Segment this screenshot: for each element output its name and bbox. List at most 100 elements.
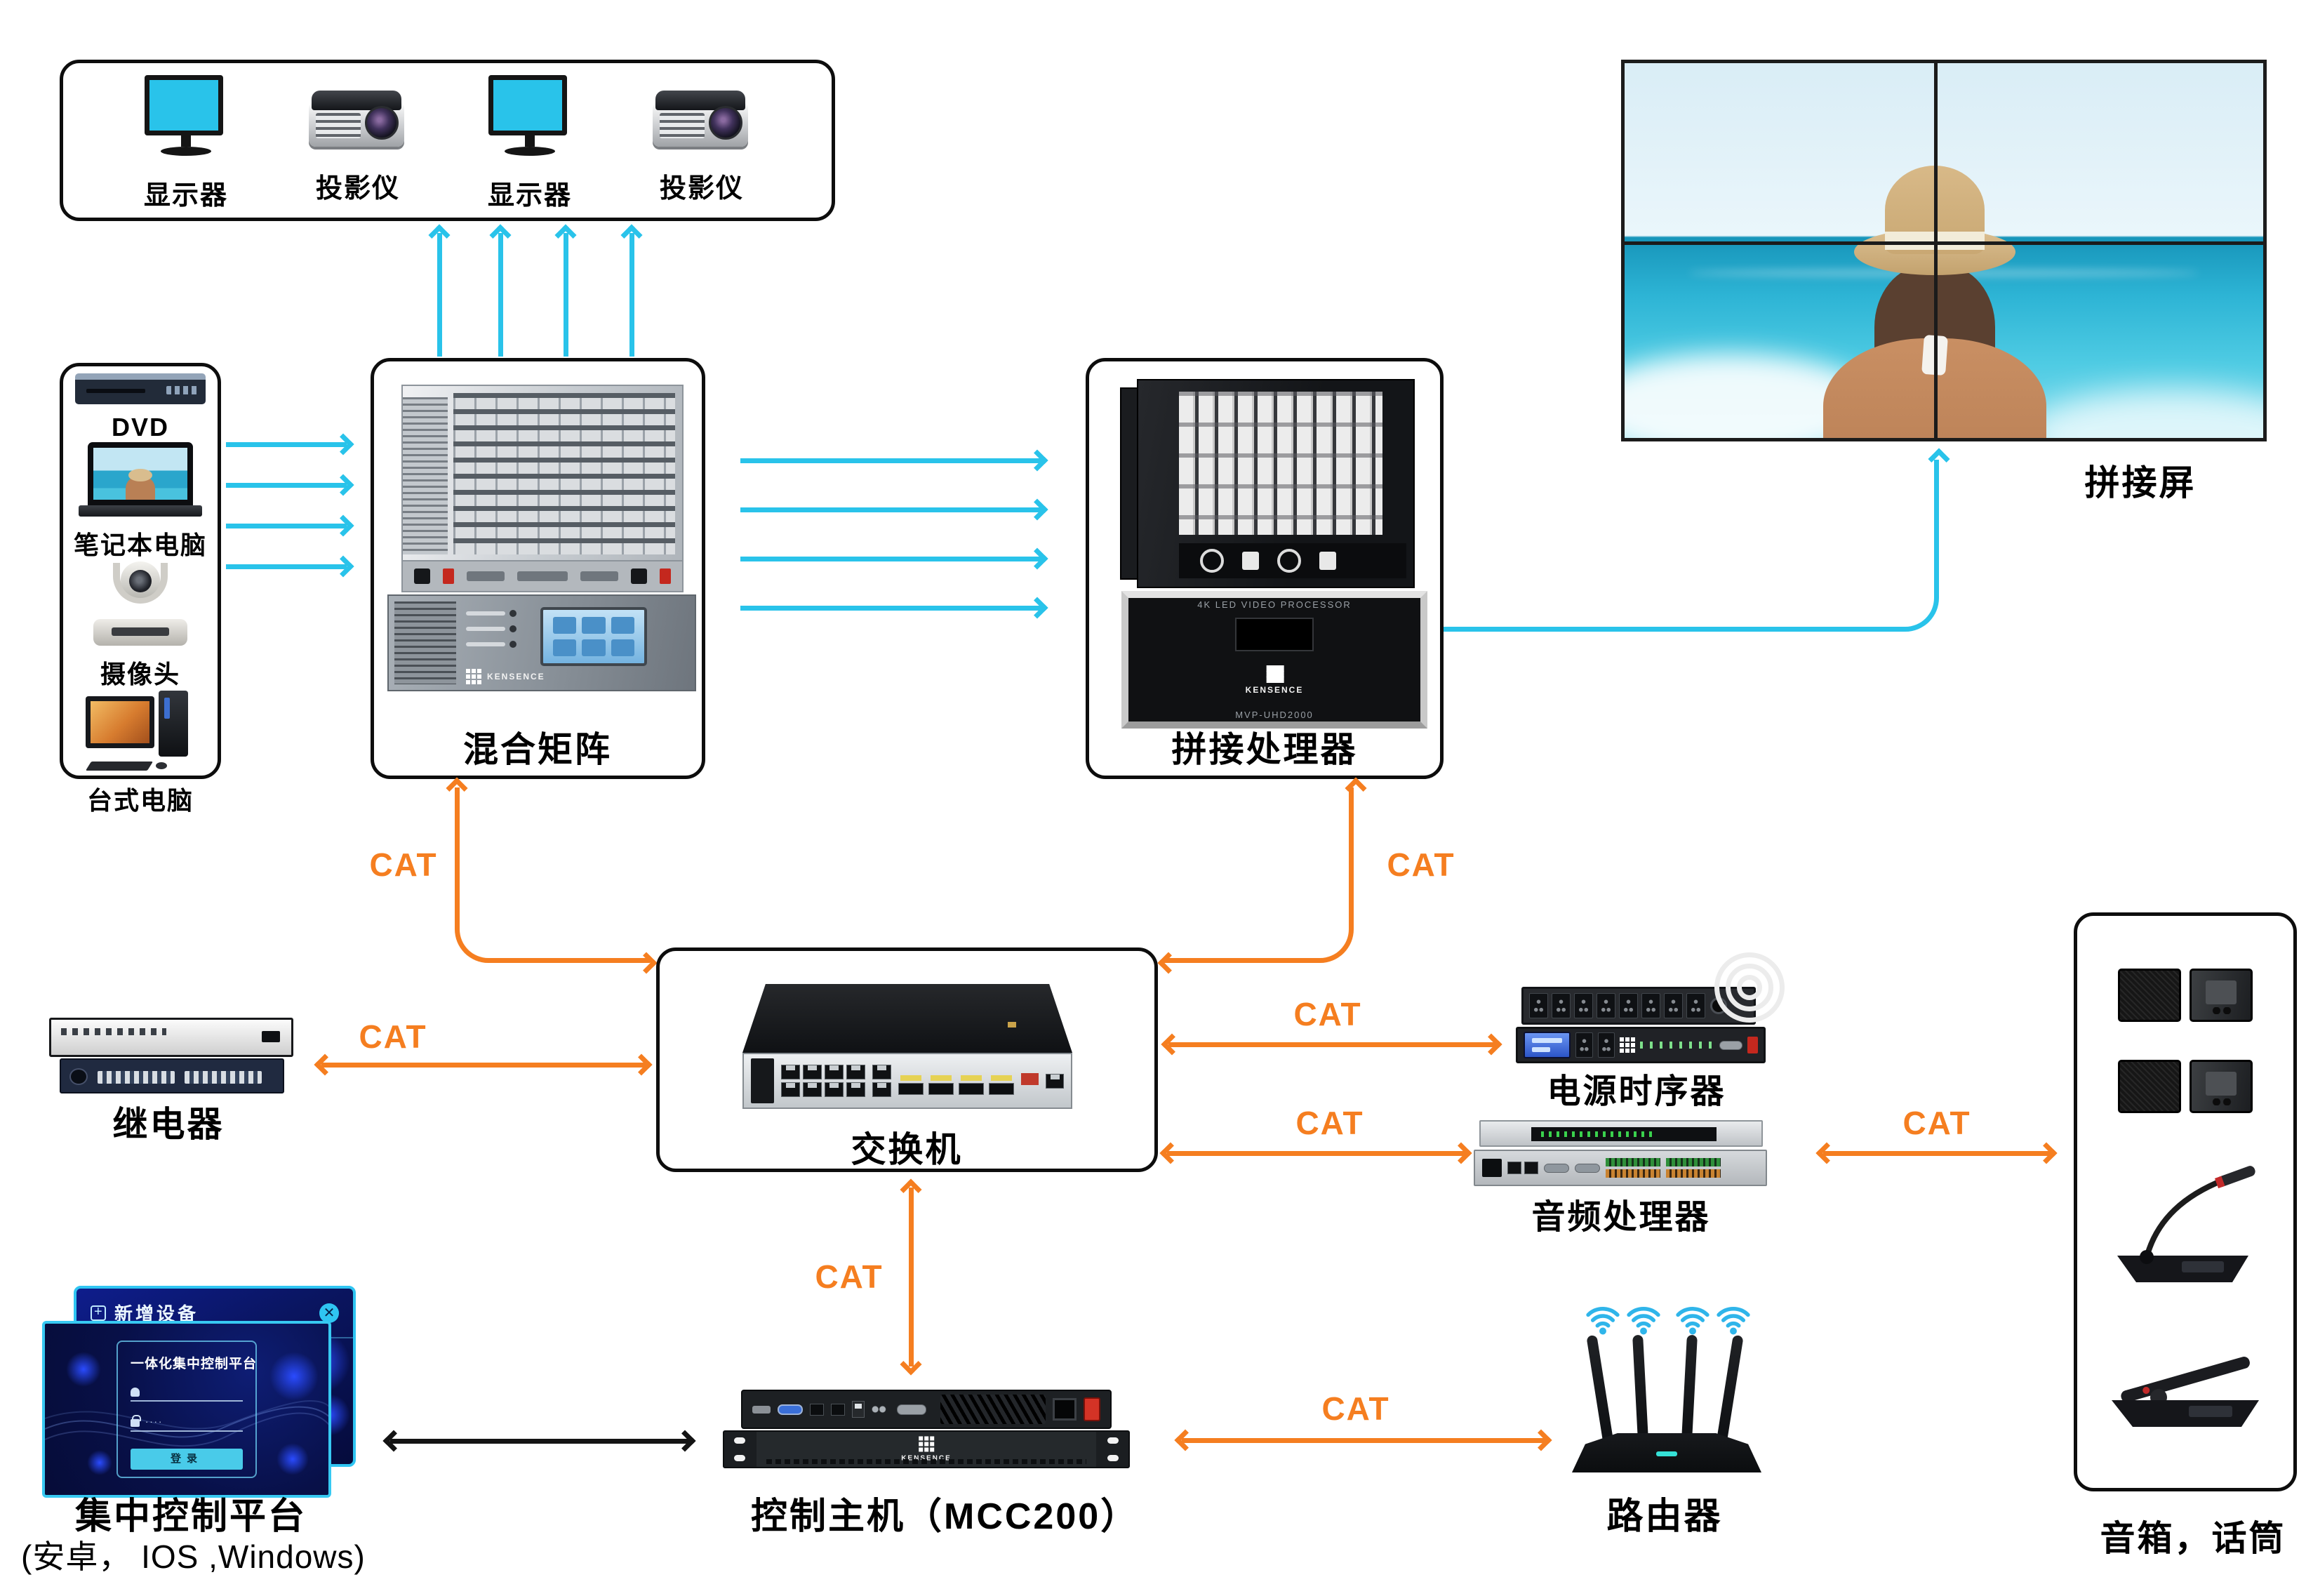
video-arrow-path (1444, 460, 1939, 632)
speaker-front-icon (2118, 968, 2181, 1022)
desktop-pc-icon (85, 691, 195, 772)
video-arrow-line (437, 233, 442, 357)
switch-device (742, 984, 1072, 1109)
processor-device: 4K LED VIDEO PROCESSOR KENSENCE MVP-UHD2… (1120, 379, 1430, 729)
brand-logo-icon (1267, 665, 1284, 683)
matrix-device: KENSENCE (387, 385, 699, 691)
control-arrow-line (390, 1439, 689, 1444)
video-arrow-line (226, 483, 347, 488)
arrowhead-right-icon (1026, 498, 1048, 521)
arrowhead-up-icon (900, 1178, 922, 1201)
arrowhead-right-icon (332, 433, 354, 455)
wave-decoration (45, 1400, 328, 1447)
brand-text: KENSENCE (487, 672, 545, 681)
username-field[interactable]: ​ (131, 1388, 243, 1402)
monitor-label: 显示器 (143, 180, 228, 211)
dvd-player-icon (75, 373, 206, 404)
cat-arrow-line (1168, 1042, 1495, 1047)
brand-text: KENSENCE (1245, 685, 1304, 695)
video-arrow-line (740, 458, 1042, 463)
control-host-label: 控制主机（MCC200） (751, 1496, 1140, 1537)
monitor-icon (488, 74, 571, 162)
router-device (1572, 1304, 1761, 1472)
projector-item: 投影仪 (652, 82, 751, 205)
cat-arrow-line (1823, 1151, 2051, 1156)
login-title: 一体化集中控制平台 (131, 1357, 258, 1371)
projector-icon (308, 82, 407, 155)
dvd-item: DVD (75, 373, 206, 442)
matrix-label: 混合矩阵 (463, 730, 612, 769)
monitor-label: 显示器 (487, 180, 572, 211)
arrowhead-right-icon (332, 474, 354, 496)
relay-device (49, 1018, 295, 1093)
video-arrow-line (226, 564, 347, 569)
camera-label: 摄像头 (100, 660, 180, 689)
cat-arrow-line (321, 1063, 646, 1068)
antenna (1717, 1334, 1744, 1441)
projector-item: 投影仪 (308, 82, 407, 205)
cat-label: CAT (369, 846, 438, 883)
arrowhead-down-icon (900, 1353, 922, 1376)
projector-icon (652, 82, 751, 155)
arrowhead-up-icon (428, 224, 451, 246)
arrowhead-right-icon (674, 1430, 696, 1452)
camera-icon (88, 561, 193, 646)
lock-icon (131, 1415, 141, 1427)
cat-arrow-line (909, 1188, 914, 1366)
desktop-item: 台式电脑 (85, 691, 195, 817)
arrowhead-left-icon (314, 1053, 336, 1076)
monitor-item: 显示器 (143, 74, 228, 212)
relay-label: 继电器 (112, 1105, 225, 1144)
antenna (1681, 1334, 1698, 1441)
laptop-label: 笔记本电脑 (73, 531, 207, 559)
add-device-icon[interactable] (91, 1304, 106, 1321)
arrowhead-up-icon (489, 224, 512, 246)
login-button[interactable]: 登录 (131, 1449, 243, 1470)
power-cable-coil (1714, 952, 1785, 1023)
arrowhead-right-icon (2035, 1142, 2058, 1164)
password-field[interactable]: ···· (131, 1415, 243, 1432)
monitor-item: 显示器 (487, 74, 572, 212)
platform-label: 集中控制平台 (74, 1496, 307, 1537)
platform-front-screen: 一体化集中控制平台 ​ ···· 登录 (42, 1321, 331, 1498)
cat-path-processor-switch (1163, 787, 1354, 963)
audio-processor-device (1474, 1120, 1768, 1186)
video-arrow-line (226, 524, 347, 528)
brand-logo-icon (918, 1436, 934, 1452)
login-panel: 一体化集中控制平台 ​ ···· 登录 (116, 1341, 257, 1478)
audio-processor-label: 音频处理器 (1531, 1199, 1711, 1236)
speaker-pair (2118, 1060, 2253, 1114)
arrowhead-left-icon (1159, 1142, 1182, 1164)
brand-text: KENSENCE (901, 1454, 952, 1463)
cat-arrow-line (1182, 1438, 1545, 1443)
arrowhead-right-icon (332, 514, 354, 537)
projector-label: 投影仪 (315, 173, 400, 204)
power-sequencer-device (1516, 952, 1785, 1063)
cat-path-matrix-switch (455, 787, 650, 963)
user-icon (131, 1388, 140, 1397)
arrowhead-up-icon (554, 224, 577, 246)
arrowhead-right-icon (1026, 547, 1048, 570)
speakers-label: 音箱，话筒 (2100, 1519, 2286, 1558)
video-wall-label: 拼接屏 (2084, 463, 2197, 503)
arrowhead-right-icon (1530, 1429, 1552, 1451)
speaker-back-icon (2190, 1060, 2253, 1114)
password-mask: ···· (145, 1416, 164, 1427)
control-host-device: KENSENCE (723, 1390, 1130, 1468)
desktop-label: 台式电脑 (86, 786, 194, 815)
source-devices-box: DVD 笔记本电脑 摄像头 台式电脑 (60, 363, 221, 815)
video-arrow-line (498, 233, 503, 357)
arrowhead-left-icon (382, 1430, 405, 1452)
antenna (1586, 1334, 1613, 1441)
camera-item: 摄像头 (88, 561, 193, 691)
arrowhead-right-icon (1450, 1142, 1472, 1164)
cat-label: CAT (359, 1018, 427, 1055)
cat-label: CAT (1293, 996, 1362, 1032)
close-icon[interactable]: ✕ (319, 1303, 339, 1323)
switch-label: 交换机 (851, 1130, 963, 1169)
video-arrow-line (226, 442, 347, 447)
arrowhead-right-icon (630, 1053, 653, 1076)
video-arrow-line (740, 557, 1042, 561)
speaker-back-icon (2190, 968, 2253, 1022)
